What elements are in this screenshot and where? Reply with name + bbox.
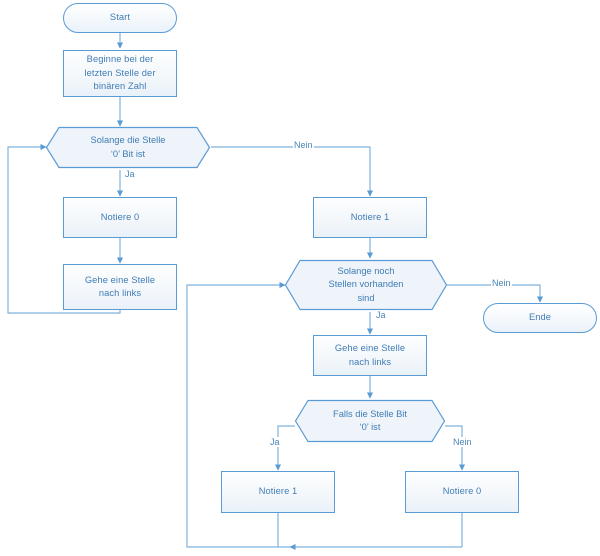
node-start[interactable]: Start [63,3,177,33]
node-solange-noch-stellen-vorhanden-sind[interactable]: Solange noch Stellen vorhanden sind [284,259,448,311]
edge-label-dec1-ja: Ja [124,169,136,179]
node-falls-die-stelle-bit-0-ist[interactable]: Falls die Stelle Bit ‘0’ ist [294,399,446,443]
node-gehe-eine-stelle-nach-links-left[interactable]: Gehe eine Stelle nach links [63,264,177,310]
node-start-label: Start [109,12,131,23]
node-ende-label: Ende [528,312,552,323]
edge-dec1-no [211,146,374,197]
node-beginne-bei-der-letzten-stelle[interactable]: Beginne bei der letzten Stelle der binär… [63,50,177,97]
edge-label-dec2-ja: Ja [375,310,387,320]
edge-dec2-no [447,284,544,303]
edge-dec3-yes [274,425,295,471]
node-notiere-1-right[interactable]: Notiere 1 [313,197,427,238]
node-notiere-0-bottom-label: Notiere 0 [442,486,482,497]
edge-label-dec2-nein: Nein [491,278,512,288]
node-gehe-links-left-label: Gehe eine Stelle nach links [84,274,156,298]
node-beginne-label: Beginne bei der letzten Stelle der binär… [84,54,156,92]
edge-label-dec3-ja: Ja [269,437,281,447]
node-notiere-0-left-label: Notiere 0 [100,211,140,222]
node-solange-stelle-label: Solange die Stelle ‘0’ Bit ist [90,135,166,159]
node-solange-die-stelle-0-bit-ist[interactable]: Solange die Stelle ‘0’ Bit ist [45,126,211,169]
node-gehe-links-right-label: Gehe eine Stelle nach links [334,343,406,367]
edge-bus-left-riser [186,281,290,548]
node-solange-noch-stellen-label: Solange noch Stellen vorhanden sind [328,265,404,303]
edge-label-dec1-nein: Nein [293,140,314,150]
edge-shift-loop-back [7,143,121,314]
node-notiere-1-bottom[interactable]: Notiere 1 [221,471,335,513]
node-gehe-eine-stelle-nach-links-right[interactable]: Gehe eine Stelle nach links [313,335,427,376]
node-notiere-1-right-label: Notiere 1 [350,211,390,222]
node-ende[interactable]: Ende [483,303,597,333]
node-notiere-0-left[interactable]: Notiere 0 [63,197,177,238]
node-notiere-0-bottom[interactable]: Notiere 0 [405,471,519,513]
edge-label-dec3-nein: Nein [452,437,473,447]
node-falls-stelle-label: Falls die Stelle Bit ‘0’ ist [333,408,407,432]
edge-dec3-no [445,425,466,471]
node-notiere-1-bottom-label: Notiere 1 [258,486,298,497]
